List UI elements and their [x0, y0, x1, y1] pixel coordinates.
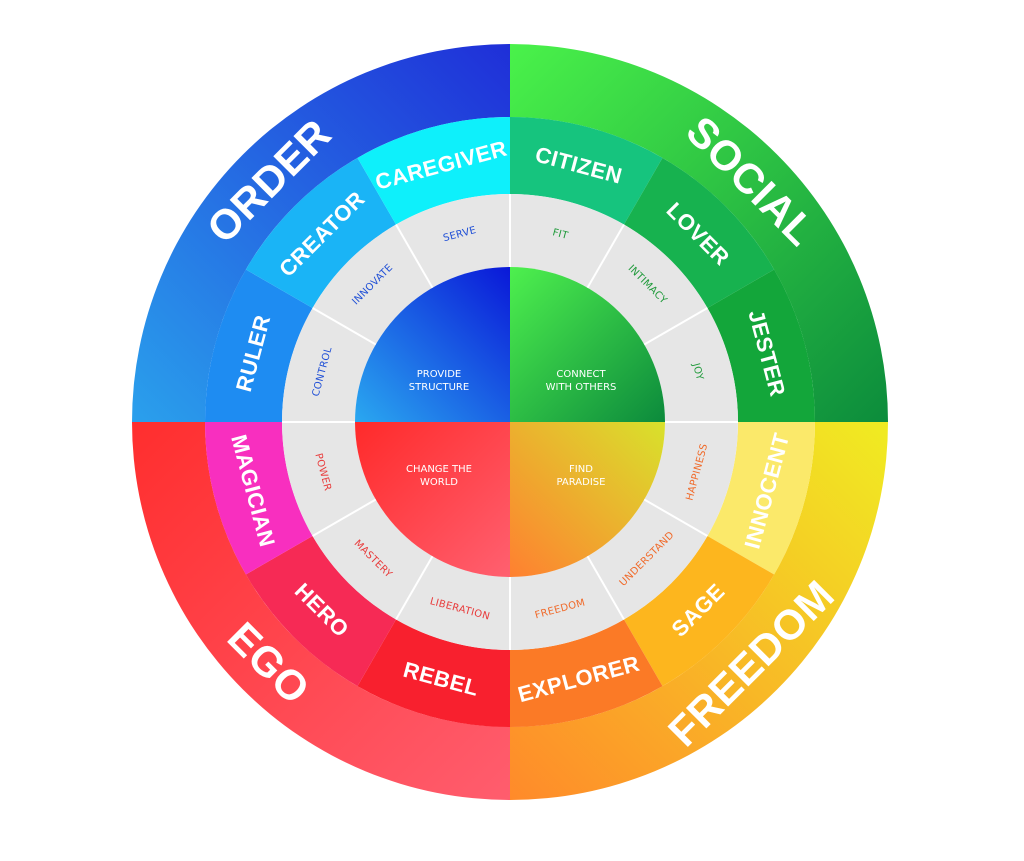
drive-divider	[395, 224, 434, 289]
archetype-segment-magician	[205, 422, 313, 575]
drive-divider	[586, 224, 625, 289]
archetype-segment-rebel	[357, 619, 510, 727]
core-wedge-ego	[355, 422, 510, 577]
archetype-segment-lover	[624, 157, 775, 308]
drive-band-freedom	[510, 422, 738, 650]
drive-ring	[282, 194, 738, 650]
quadrant-band-freedom	[510, 422, 888, 800]
core-wedge-freedom	[510, 422, 665, 577]
quadrant-band-order	[132, 44, 510, 422]
archetype-segment-explorer	[510, 619, 663, 727]
quadrant-ring	[132, 44, 888, 800]
drive-band-ego	[282, 422, 510, 650]
drive-divider	[643, 498, 708, 537]
core-wedge-social	[510, 267, 665, 422]
archetype-segment-ruler	[205, 269, 313, 422]
drive-label-joy: JOY	[690, 361, 706, 382]
archetype-segment-innocent	[707, 422, 815, 575]
archetype-segment-creator	[245, 157, 396, 308]
quadrant-band-ego	[132, 422, 510, 800]
drive-band-social	[510, 194, 738, 422]
archetype-segment-citizen	[510, 117, 663, 225]
archetype-ring	[205, 117, 815, 727]
core-text-freedom: PARADISE	[557, 477, 606, 488]
drive-divider	[643, 307, 708, 346]
core-text-freedom: FIND	[569, 464, 593, 475]
drive-divider	[312, 498, 377, 537]
archetype-segment-caregiver	[357, 117, 510, 225]
drive-label-fit: FIT	[551, 227, 570, 242]
archetype-segment-sage	[624, 536, 775, 687]
core-wedge-order	[355, 267, 510, 422]
core-text-social: WITH OTHERS	[546, 382, 617, 393]
core-text-order: PROVIDE	[417, 369, 461, 380]
archetype-segment-hero	[245, 536, 396, 687]
drive-band-order	[282, 194, 510, 422]
core-text-social: CONNECT	[556, 369, 606, 380]
quadrant-band-social	[510, 44, 888, 422]
ring-dividers	[282, 194, 738, 650]
core-circle	[355, 267, 665, 577]
drive-divider	[395, 555, 434, 620]
core-text-ego: WORLD	[420, 477, 458, 488]
drive-divider	[586, 555, 625, 620]
core-text-ego: CHANGE THE	[406, 464, 472, 475]
drive-divider	[312, 307, 377, 346]
core-text-order: STRUCTURE	[409, 382, 469, 393]
archetype-segment-jester	[707, 269, 815, 422]
